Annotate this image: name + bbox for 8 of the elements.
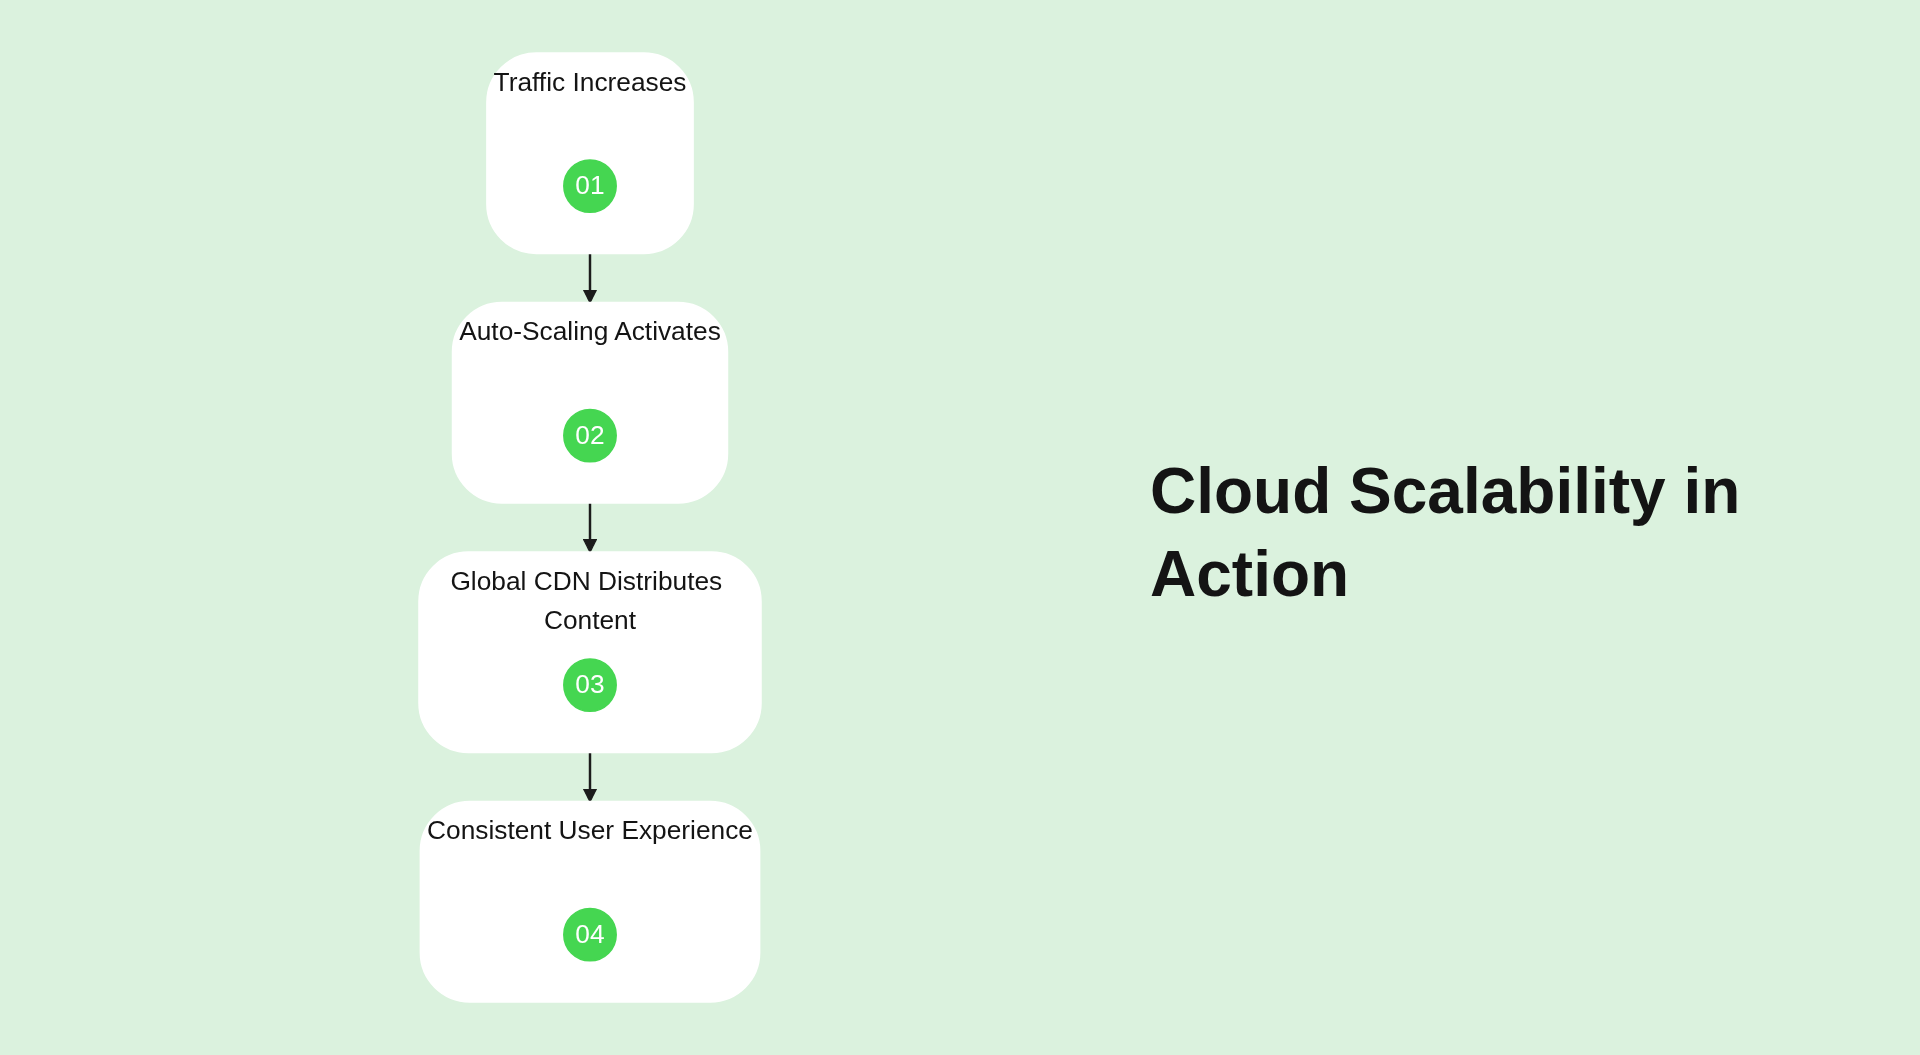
arrow	[582, 253, 598, 304]
node-circle: 01	[563, 159, 617, 214]
node-circle: 03	[563, 658, 617, 713]
node-circle: 04	[563, 907, 617, 962]
arrow	[582, 502, 598, 553]
arrow	[582, 752, 598, 803]
node-circle: 02	[563, 408, 617, 463]
diagram-title: Cloud Scalability in Action	[1150, 454, 1742, 613]
